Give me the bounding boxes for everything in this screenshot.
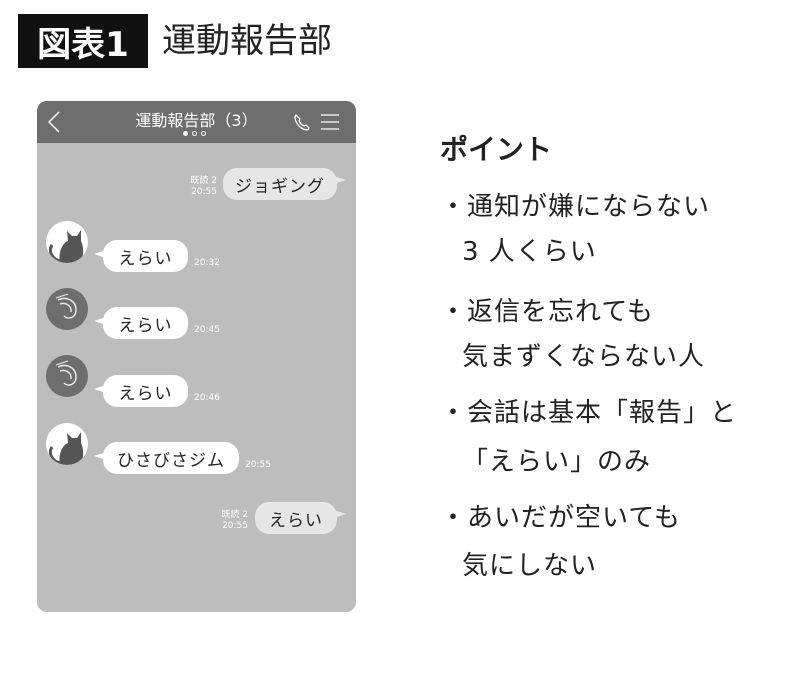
shrimp-avatar[interactable] [46, 355, 88, 397]
message-bubble: ジョギング [223, 168, 337, 200]
chat-header: 運動報告部（3） [37, 101, 356, 143]
point-item: ・会話は基本「報告」と [440, 398, 738, 428]
page-dots [183, 131, 206, 136]
message-time: 20:46 [194, 393, 220, 403]
message-bubble: えらい [103, 240, 188, 272]
point-item-cont: 3 人くらい [462, 237, 597, 267]
message-bubble: ひさびさジム [103, 442, 239, 474]
points-title: ポイント [440, 133, 553, 166]
point-item: ・通知が嫌にならない [440, 192, 711, 222]
shrimp-avatar[interactable] [46, 288, 88, 330]
figure-label: 図表1 [18, 14, 148, 68]
shrimp-icon [55, 360, 77, 386]
back-chevron-icon[interactable] [47, 111, 61, 133]
point-item-cont: 気まずくならない人 [462, 342, 706, 372]
menu-icon[interactable] [321, 114, 339, 130]
cat-avatar[interactable] [46, 423, 88, 465]
figure-title: 運動報告部 [162, 21, 332, 61]
cat-icon [48, 432, 84, 465]
shrimp-icon [55, 293, 77, 319]
cat-avatar[interactable] [46, 221, 88, 263]
point-item-cont: 「えらい」のみ [462, 447, 652, 477]
cat-icon [48, 230, 84, 263]
chat-title: 運動報告部（3） [135, 111, 258, 130]
message-bubble: えらい [103, 375, 188, 407]
point-item: ・返信を忘れても [440, 297, 654, 327]
phone-icon[interactable] [293, 113, 311, 131]
message-time: 20:55 [245, 460, 271, 470]
point-item: ・あいだが空いても [440, 503, 681, 533]
message-time: 20:32 [194, 258, 220, 268]
message-time: 20:45 [194, 325, 220, 335]
message-bubble: えらい [255, 502, 337, 534]
message-bubble: えらい [103, 307, 188, 339]
point-item-cont: 気にしない [462, 551, 598, 581]
